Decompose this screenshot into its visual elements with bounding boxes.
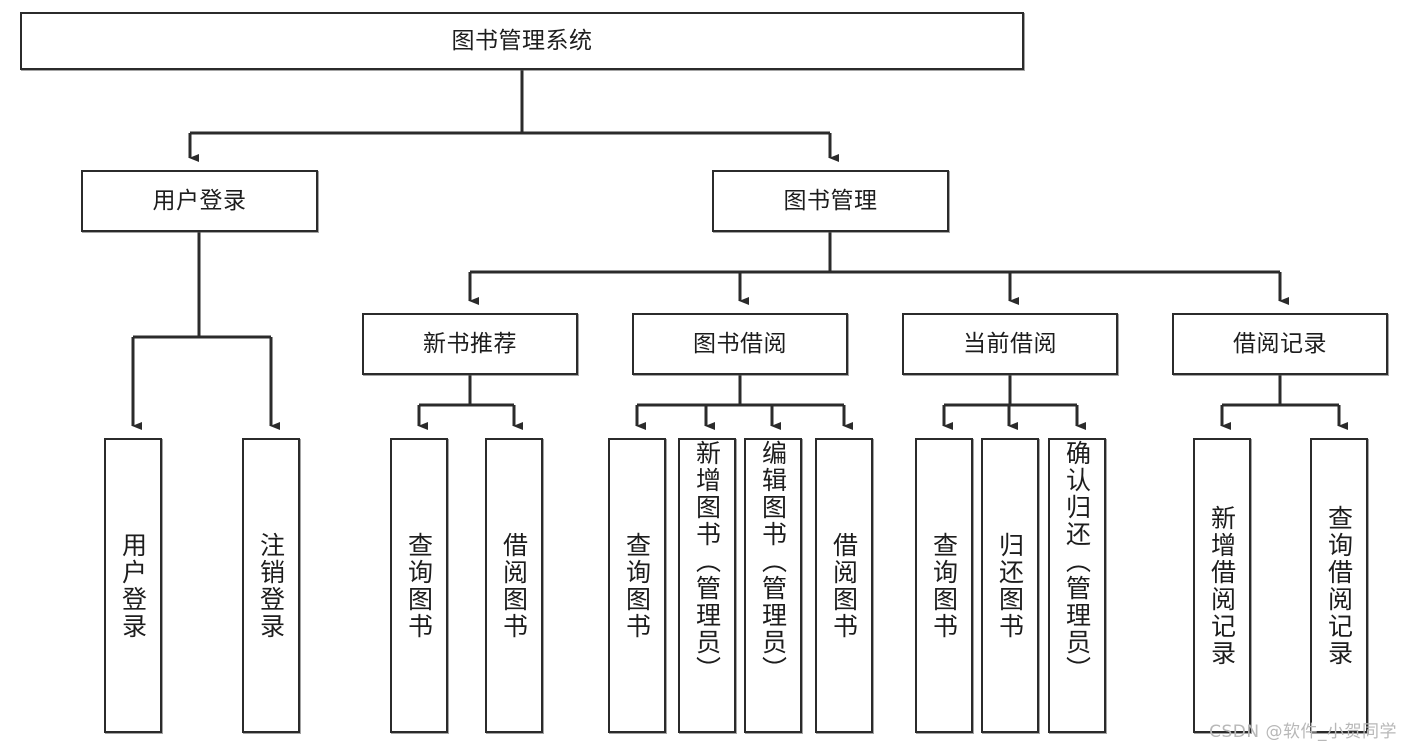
- node-leaf-add-book[interactable]: 新增图书（管理员）: [678, 438, 736, 733]
- node-leaf-query-book-2[interactable]: 查询图书: [608, 438, 666, 733]
- node-current-borrow[interactable]: 当前借阅: [902, 313, 1118, 375]
- node-leaf-add-book-label: 新增图书（管理员）: [692, 440, 722, 683]
- node-leaf-logout-login-label: 注销登录: [256, 531, 286, 640]
- node-leaf-borrow-book-1-label: 借阅图书: [499, 531, 529, 640]
- node-leaf-return-book[interactable]: 归还图书: [981, 438, 1039, 733]
- node-leaf-edit-book-label: 编辑图书（管理员）: [758, 440, 788, 683]
- node-leaf-user-login[interactable]: 用户登录: [104, 438, 162, 733]
- node-leaf-add-borrow-record-label: 新增借阅记录: [1207, 504, 1237, 667]
- node-leaf-user-login-label: 用户登录: [118, 531, 148, 640]
- node-new-book-recommend[interactable]: 新书推荐: [362, 313, 578, 375]
- node-leaf-logout-login[interactable]: 注销登录: [242, 438, 300, 733]
- node-root-system[interactable]: 图书管理系统: [20, 12, 1024, 70]
- node-leaf-confirm-return[interactable]: 确认归还（管理员）: [1048, 438, 1106, 733]
- node-leaf-borrow-book-2-label: 借阅图书: [829, 531, 859, 640]
- node-leaf-edit-book[interactable]: 编辑图书（管理员）: [744, 438, 802, 733]
- node-leaf-query-book-3-label: 查询图书: [929, 531, 959, 640]
- node-leaf-return-book-label: 归还图书: [995, 531, 1025, 640]
- node-leaf-query-book-1[interactable]: 查询图书: [390, 438, 448, 733]
- node-book-management-label: 图书管理: [783, 187, 878, 214]
- node-borrow-record[interactable]: 借阅记录: [1172, 313, 1388, 375]
- node-book-borrow[interactable]: 图书借阅: [632, 313, 848, 375]
- node-current-borrow-label: 当前借阅: [963, 330, 1057, 357]
- node-leaf-query-book-2-label: 查询图书: [622, 531, 652, 640]
- node-book-management[interactable]: 图书管理: [712, 170, 949, 232]
- node-book-borrow-label: 图书借阅: [693, 330, 787, 357]
- node-leaf-query-book-3[interactable]: 查询图书: [915, 438, 973, 733]
- node-leaf-query-borrow-record[interactable]: 查询借阅记录: [1310, 438, 1368, 733]
- node-leaf-borrow-book-1[interactable]: 借阅图书: [485, 438, 543, 733]
- node-root-system-label: 图书管理系统: [451, 27, 593, 54]
- node-leaf-query-book-1-label: 查询图书: [404, 531, 434, 640]
- node-borrow-record-label: 借阅记录: [1233, 330, 1327, 357]
- node-leaf-query-borrow-record-label: 查询借阅记录: [1324, 504, 1354, 667]
- node-leaf-confirm-return-label: 确认归还（管理员）: [1062, 440, 1092, 683]
- node-leaf-borrow-book-2[interactable]: 借阅图书: [815, 438, 873, 733]
- node-leaf-add-borrow-record[interactable]: 新增借阅记录: [1193, 438, 1251, 733]
- node-new-book-recommend-label: 新书推荐: [423, 330, 517, 357]
- node-user-login-label: 用户登录: [152, 187, 247, 214]
- node-user-login[interactable]: 用户登录: [81, 170, 318, 232]
